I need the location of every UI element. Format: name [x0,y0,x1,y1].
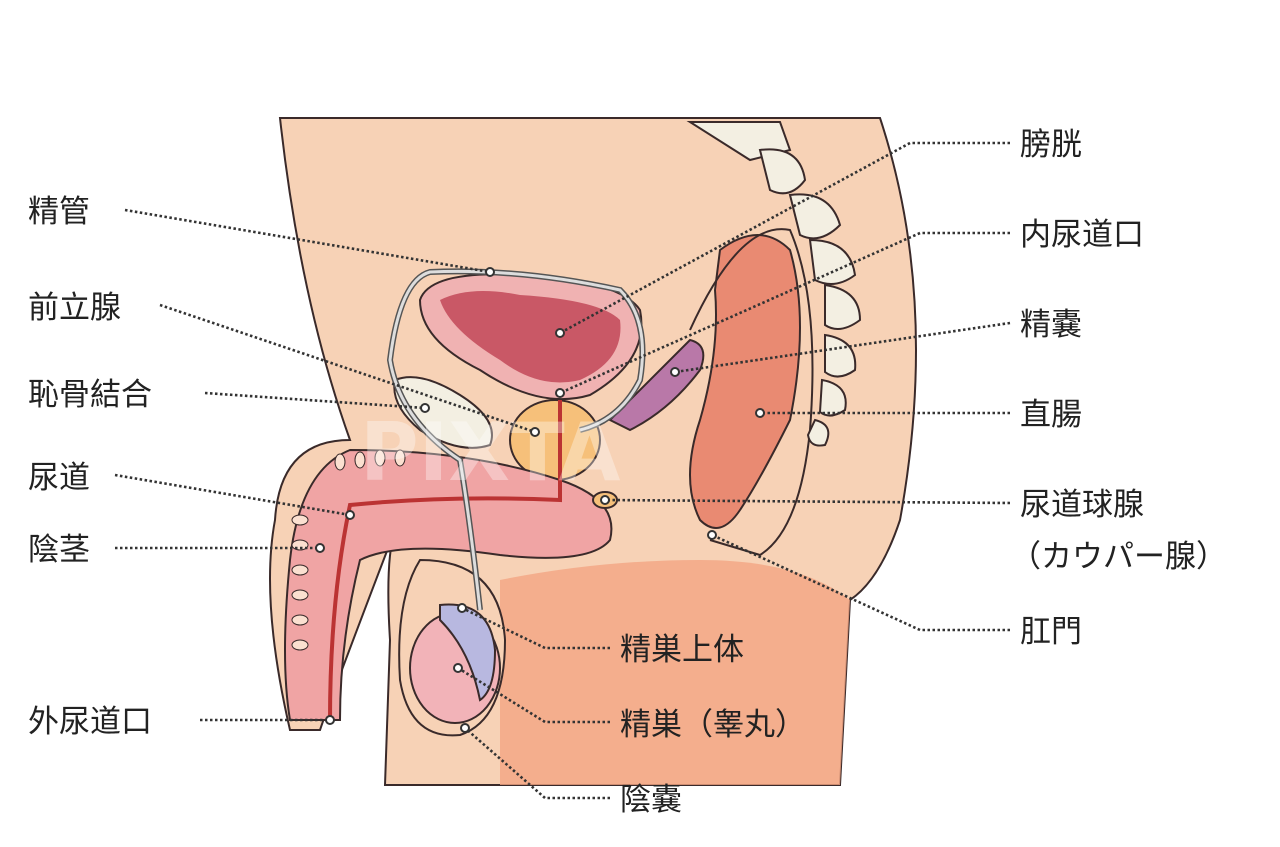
epididymis-shape [439,603,497,702]
perineum-tissue [500,560,850,785]
bladder-inner [440,291,621,383]
label-internal-urethral-orifice: 内尿道口 [1020,217,1144,253]
leader-lines [114,141,1011,800]
label-bladder: 膀胱 [1020,127,1082,163]
label-anus: 肛門 [1020,614,1082,650]
label-testis: 精巣（睾丸） [620,707,806,743]
urethra-path [328,400,562,721]
corpus-spongiosum-rings [291,449,406,651]
label-urethra: 尿道 [28,460,90,496]
sacrum-bones [686,121,862,447]
label-prostate: 前立腺 [28,290,121,326]
label-seminal-vesicle: 精嚢 [1020,307,1082,343]
label-pubic-symphysis: 恥骨結合 [28,377,152,413]
label-vas-deferens: 精管 [28,194,90,230]
label-external-urethral-orifice: 外尿道口 [28,704,152,740]
seminal-vesicle-shape [608,338,705,432]
pubic-symphysis-shape [393,376,493,449]
rectum-shape [689,234,801,529]
leader-endpoints [315,267,765,733]
label-bulbourethral-gland: 尿道球腺 [1020,487,1144,523]
rectum-outer [689,228,814,557]
label-scrotum: 陰嚢 [620,782,682,818]
label-cowper-gland: （カウパー腺） [1010,539,1227,575]
label-rectum: 直腸 [1020,397,1082,433]
label-penis: 陰茎 [28,532,90,568]
watermark-logo: PIXTA [360,406,620,499]
label-epididymis: 精巣上体 [620,632,744,668]
